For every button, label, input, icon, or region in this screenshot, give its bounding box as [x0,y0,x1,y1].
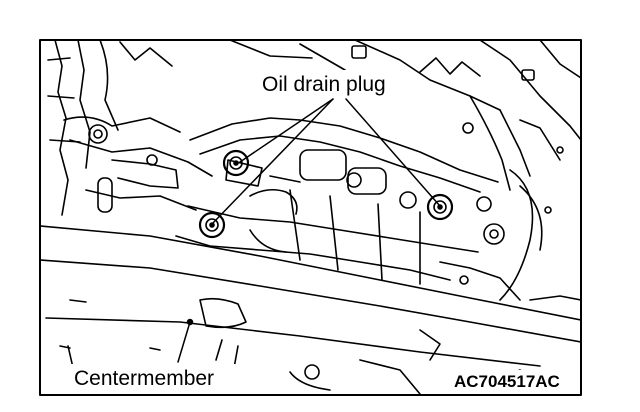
engine-underside-drawing [41,41,580,394]
drain-plug-left-upper [222,149,250,177]
leader-plug-upper [239,98,334,163]
right-housing-outline [230,41,580,214]
figure-id-label: AC704517AC [454,372,560,391]
centermember-dot [186,318,194,326]
leader-plug-right [345,98,441,207]
centermember-beam [41,225,580,394]
leader-lines [177,98,441,363]
label-bg-figure-id [450,370,578,392]
centermember-label: Centermember [74,367,214,390]
oil-pan-body [175,117,543,301]
leader-centermember [177,321,191,363]
leader-plug-lower [211,98,334,225]
label-bg-centermember [70,364,242,390]
figure-frame [39,39,582,396]
oil-drain-plug-label: Oil drain plug [262,73,386,96]
drain-plug-left-lower [198,211,226,239]
label-bg-oil-drain-plug [258,70,412,98]
drain-plug-right [426,193,454,221]
left-casing-outline [47,41,213,216]
